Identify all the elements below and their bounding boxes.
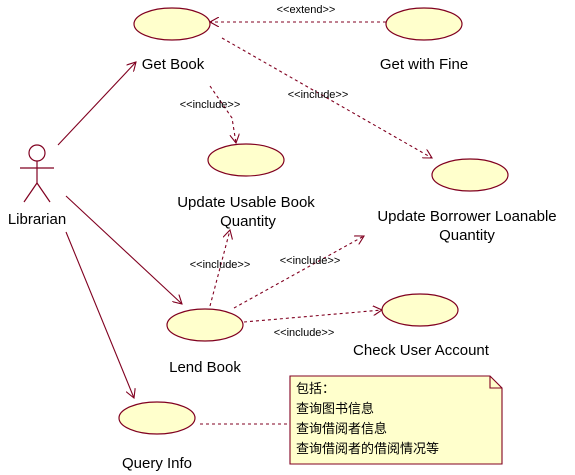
include-lend-usable-arrow [209, 230, 230, 307]
update-borrower-ellipse [431, 158, 509, 192]
include-lend-borrower-label: <<include>> [280, 255, 341, 267]
update-borrower-label-line2: Quantity [439, 227, 495, 244]
use-case-lend-book[interactable]: Lend Book [166, 308, 244, 376]
assoc-get-book [57, 62, 136, 146]
note-line-3: 查询借阅者信息 [296, 421, 387, 437]
include-get-usable-arrow [209, 85, 236, 143]
assoc-query-info [65, 231, 134, 398]
librarian-actor[interactable]: Librarian [8, 144, 66, 228]
update-usable-ellipse [207, 143, 285, 177]
note-fold [489, 376, 502, 389]
check-user-account-ellipse [381, 293, 459, 327]
actor-head [28, 144, 46, 162]
actor-left-leg [23, 182, 38, 203]
get-book-ellipse [133, 7, 211, 41]
note-line-4: 查询借阅者的借阅情况等 [296, 441, 439, 457]
include-lend-check-arrow [243, 310, 382, 323]
include-lend-check-label: <<include>> [274, 327, 335, 339]
use-case-update-usable-book-quantity[interactable]: Update Usable Book Quantity [177, 143, 315, 230]
lend-book-label: Lend Book [169, 359, 241, 376]
actor-right-leg [36, 182, 51, 203]
note[interactable]: 包括： 查询图书信息 查询借阅者信息 查询借阅者的借阅情况等 [289, 375, 503, 465]
update-usable-label-line2: Quantity [220, 213, 276, 230]
query-info-label: Query Info [122, 455, 192, 472]
use-case-update-borrower-loanable-quantity[interactable]: Update Borrower Loanable Quantity [377, 158, 557, 244]
note-line-2: 查询图书信息 [296, 401, 374, 417]
include-lend-borrower-arrow [233, 236, 364, 309]
lend-book-ellipse [166, 308, 244, 342]
note-line-1: 包括： [296, 382, 335, 397]
include-get-borrower-label: <<include>> [288, 89, 349, 101]
use-case-get-book[interactable]: Get Book [133, 7, 211, 73]
actor-label: Librarian [8, 211, 66, 228]
include-lend-usable-label: <<include>> [190, 259, 251, 271]
get-book-label: Get Book [142, 56, 205, 73]
assoc-lend-book [65, 195, 182, 304]
extend-label: <<extend>> [277, 4, 336, 16]
get-with-fine-label: Get with Fine [380, 56, 468, 73]
use-case-get-with-fine[interactable]: Get with Fine [380, 7, 468, 73]
include-get-borrower-arrow [221, 37, 432, 158]
get-with-fine-ellipse [385, 7, 463, 41]
query-info-ellipse [118, 401, 196, 435]
update-borrower-label-line1: Update Borrower Loanable [377, 208, 556, 225]
include-get-usable-label: <<include>> [180, 99, 241, 111]
use-case-query-info[interactable]: Query Info [118, 401, 196, 472]
note-body [289, 375, 503, 465]
check-user-account-label: Check User Account [353, 342, 490, 359]
use-case-check-user-account[interactable]: Check User Account [353, 293, 490, 359]
update-usable-label-line1: Update Usable Book [177, 194, 315, 211]
